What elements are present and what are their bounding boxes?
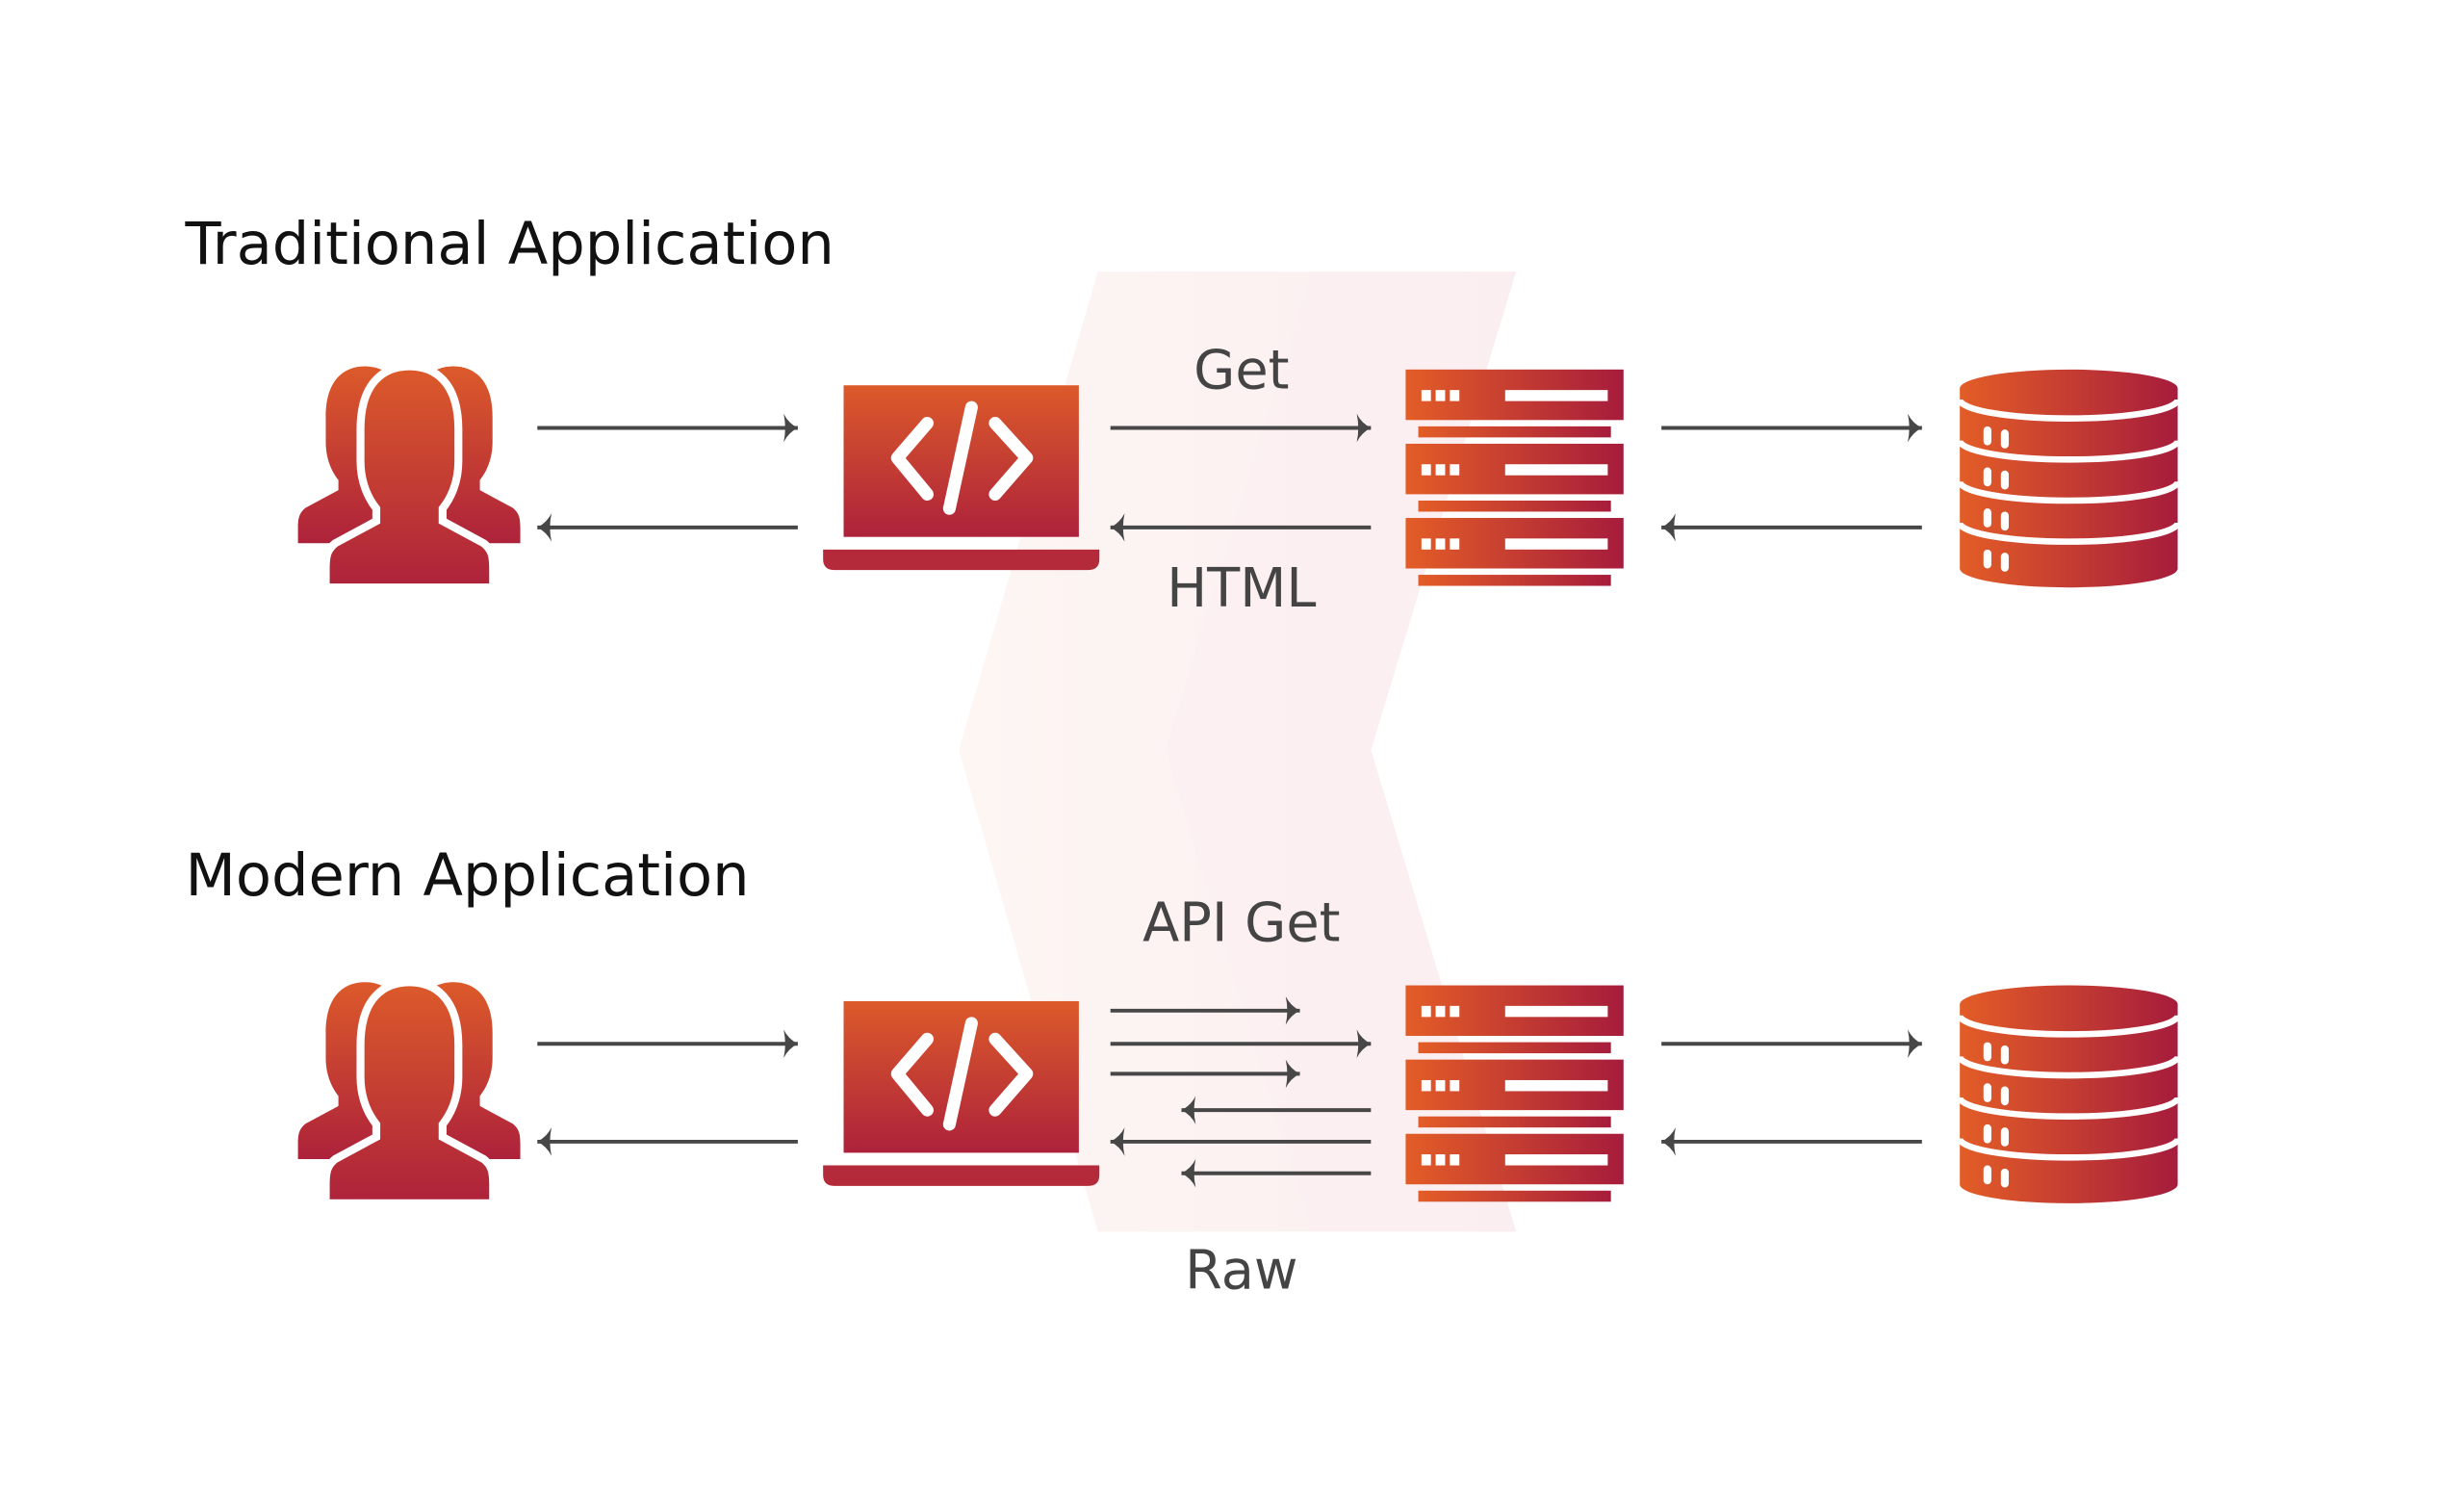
- arrow-left-icon: [1181, 1158, 1196, 1188]
- arrow-right-icon: [1356, 413, 1372, 443]
- arrow-right-icon: [1285, 996, 1300, 1025]
- database-icon: [1960, 370, 2177, 587]
- server-icon: [1405, 369, 1624, 586]
- arrow-right-icon: [1285, 1059, 1300, 1089]
- response-label: Raw: [1185, 1239, 1297, 1302]
- response-label: HTML: [1167, 557, 1316, 620]
- arrow-right-icon: [783, 1029, 798, 1058]
- server-icon: [1405, 985, 1624, 1202]
- users-icon: [298, 982, 521, 1203]
- arrow-left-icon: [537, 1127, 552, 1156]
- arrow-left-icon: [1181, 1096, 1196, 1124]
- request-label: Get: [1194, 340, 1289, 402]
- request-label: API Get: [1142, 892, 1340, 955]
- traditional-title: Traditional Application: [184, 211, 834, 278]
- modern-section: Modern Application API Get Raw: [185, 842, 2177, 1302]
- arrow-left-icon: [1661, 1127, 1676, 1156]
- arrow-right-icon: [1908, 1029, 1922, 1058]
- arrow-right-icon: [1908, 413, 1922, 443]
- laptop-code-icon: [823, 1001, 1099, 1186]
- arrow-left-icon: [1110, 1127, 1125, 1156]
- arrow-left-icon: [1661, 513, 1676, 542]
- arrow-right-icon: [1356, 1029, 1372, 1058]
- users-icon: [298, 367, 521, 588]
- modern-title: Modern Application: [185, 842, 749, 910]
- arrow-left-icon: [537, 513, 552, 542]
- database-icon: [1960, 986, 2177, 1203]
- arrow-right-icon: [783, 413, 798, 443]
- arrow-left-icon: [1110, 513, 1125, 542]
- traditional-section: Traditional Application Get HTML: [184, 211, 2177, 620]
